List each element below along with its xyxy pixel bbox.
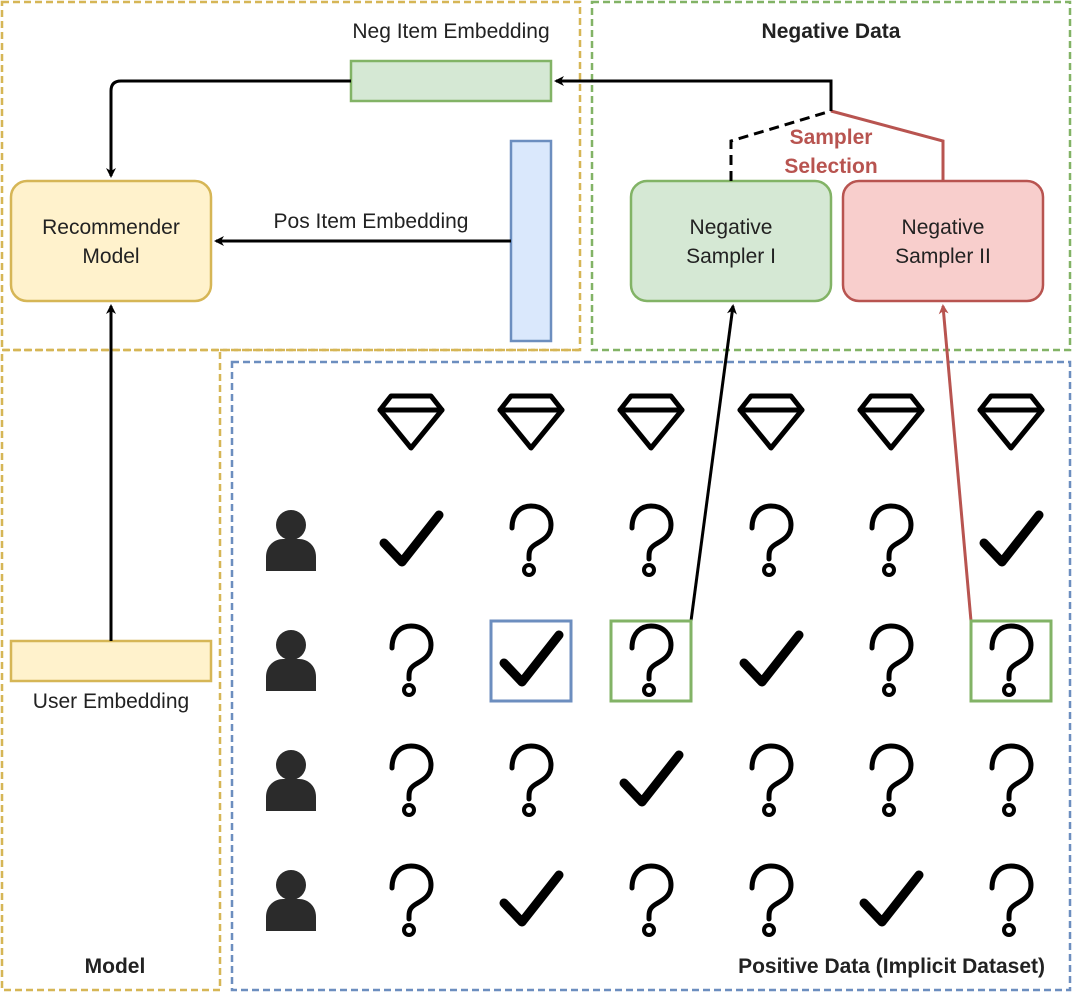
sampler-selection-label-line1: Sampler bbox=[790, 126, 873, 149]
user-4-user-icon bbox=[266, 870, 316, 931]
sampler-2-negative-highlight bbox=[969, 619, 1053, 703]
sampler-1-negative-highlight bbox=[609, 619, 693, 703]
user-2-user-icon bbox=[266, 630, 316, 691]
interaction-matrix bbox=[266, 393, 1053, 937]
cell-r2-c1-question-icon bbox=[389, 623, 434, 697]
item-4-diamond-icon bbox=[737, 393, 805, 451]
cell-r1-c2-question-icon bbox=[509, 503, 554, 577]
neg-item-embedding-label: Neg Item Embedding bbox=[352, 20, 549, 43]
recommender-model-label-line2: Model bbox=[82, 245, 139, 268]
cell-r4-c6-question-icon bbox=[989, 863, 1034, 937]
cell-r3-c3-check-icon bbox=[619, 750, 684, 807]
cell-r4-c2-check-icon bbox=[499, 870, 564, 927]
cell-r4-c4-question-icon bbox=[749, 863, 794, 937]
sampled-item-to-sampler-2-arrow bbox=[938, 304, 973, 622]
cell-r1-c3-question-icon bbox=[629, 503, 674, 577]
pos-item-embedding-label: Pos Item Embedding bbox=[274, 210, 469, 233]
cell-r1-c4-question-icon bbox=[749, 503, 794, 577]
neg-item-embedding-bar bbox=[349, 59, 553, 103]
recommender-model-box bbox=[9, 179, 213, 303]
cell-r1-c6-check-icon bbox=[979, 510, 1044, 567]
cell-r2-c5-question-icon bbox=[869, 623, 914, 697]
cell-r3-c6-question-icon bbox=[989, 743, 1034, 817]
sampler-2-selection-line bbox=[830, 109, 945, 181]
user-3-user-icon bbox=[266, 750, 316, 811]
cell-r3-c1-question-icon bbox=[389, 743, 434, 817]
item-3-diamond-icon bbox=[617, 393, 685, 451]
cell-r2-c6-question-icon bbox=[989, 623, 1034, 697]
negative-sampler-1-box bbox=[629, 179, 833, 303]
negative-sampler-2-box bbox=[841, 179, 1045, 303]
negative-sampler-1-label-line2: Sampler I bbox=[686, 245, 776, 268]
cell-r3-c5-question-icon bbox=[869, 743, 914, 817]
positive-sample-highlight bbox=[489, 619, 573, 703]
cell-r1-c5-question-icon bbox=[869, 503, 914, 577]
user-embedding-bar bbox=[9, 639, 213, 683]
cell-r2-c3-question-icon bbox=[629, 623, 674, 697]
negative-sampler-2-label-line2: Sampler II bbox=[895, 245, 991, 268]
positive-region bbox=[230, 360, 1072, 992]
cell-r4-c1-question-icon bbox=[389, 863, 434, 937]
cell-r1-c1-check-icon bbox=[379, 510, 444, 567]
selection-to-neg-embedding-arrow bbox=[554, 76, 833, 111]
pos-item-embedding-bar bbox=[509, 139, 553, 343]
cell-r3-c4-question-icon bbox=[749, 743, 794, 817]
negative-region-title: Negative Data bbox=[762, 20, 901, 43]
cell-r2-c4-check-icon bbox=[739, 630, 804, 687]
cell-r2-c2-check-icon bbox=[499, 630, 564, 687]
model-region-title: Model bbox=[85, 955, 146, 978]
user-embedding-label: User Embedding bbox=[33, 690, 189, 713]
neg-embedding-to-model-arrow bbox=[106, 79, 351, 178]
cell-r4-c5-check-icon bbox=[859, 870, 924, 927]
user-1-user-icon bbox=[266, 510, 316, 571]
negative-region bbox=[590, 0, 1072, 352]
sampled-item-to-sampler-1-arrow bbox=[689, 304, 737, 622]
item-1-diamond-icon bbox=[377, 393, 445, 451]
cell-r3-c2-question-icon bbox=[509, 743, 554, 817]
cell-r4-c3-question-icon bbox=[629, 863, 674, 937]
item-2-diamond-icon bbox=[497, 393, 565, 451]
item-6-diamond-icon bbox=[977, 393, 1045, 451]
sampler-selection-label-line2: Selection bbox=[784, 155, 877, 178]
positive-region-title: Positive Data (Implicit Dataset) bbox=[738, 955, 1045, 978]
negative-sampler-1-label-line1: Negative bbox=[690, 216, 773, 239]
sampler-1-selection-dashed-line bbox=[729, 109, 832, 181]
recommender-model-label-line1: Recommender bbox=[42, 216, 180, 239]
item-5-diamond-icon bbox=[857, 393, 925, 451]
negative-sampler-2-label-line1: Negative bbox=[902, 216, 985, 239]
